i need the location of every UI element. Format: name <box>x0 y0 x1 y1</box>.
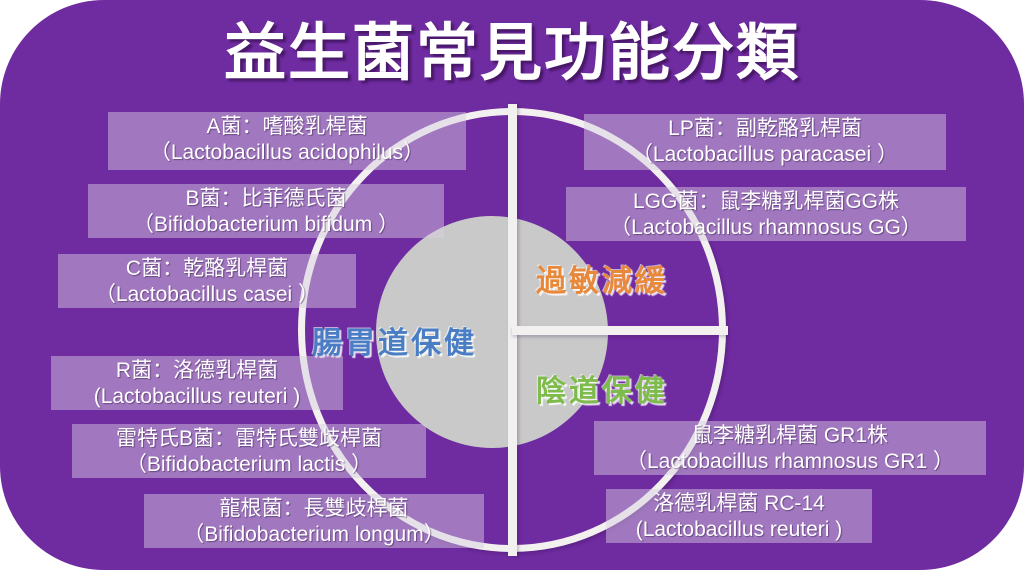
strain-box-paracasei: LP菌：副乾酪乳桿菌 （Lactobacillus paracasei ） <box>584 114 946 170</box>
strain-name-sci: (Lactobacillus reuteri ) <box>635 518 843 541</box>
strain-name-sci: （Bifidobacterium longum） <box>183 523 445 546</box>
strain-box-rhamnosus-gg: LGG菌：鼠李糖乳桿菌GG株 （Lactobacillus rhamnosus … <box>566 187 966 241</box>
strain-name-sci: （Lactobacillus paracasei ） <box>631 143 899 166</box>
sector-label-allergy: 過敏減緩 <box>536 265 668 298</box>
strain-name-sci: （Lactobacillus acidophilus） <box>149 141 425 164</box>
sector-label-gi: 腸胃道保健 <box>312 327 477 360</box>
strain-name-sci: （Bifidobacterium lactis ） <box>125 453 373 476</box>
strain-name-zh: LGG菌：鼠李糖乳桿菌GG株 <box>632 190 900 213</box>
strain-box-longum: 龍根菌：長雙歧桿菌 （Bifidobacterium longum） <box>144 494 484 548</box>
strain-box-rhamnosus-gr1: 鼠李糖乳桿菌 GR1株 （Lactobacillus rhamnosus GR1… <box>594 421 986 475</box>
page-title: 益生菌常見功能分類 <box>223 19 800 88</box>
strain-name-zh: LP菌：副乾酪乳桿菌 <box>668 117 862 140</box>
strain-name-zh: 洛德乳桿菌 RC-14 <box>653 492 825 515</box>
strain-name-zh: C菌：乾酪乳桿菌 <box>125 257 289 280</box>
strain-name-zh: R菌：洛德乳桿菌 <box>115 359 279 382</box>
strain-name-sci: （Lactobacillus rhamnosus GG） <box>610 216 922 239</box>
function-circle-diagram: 腸胃道保健 過敏減緩 陰道保健 <box>298 104 728 556</box>
horizontal-divider <box>512 326 728 335</box>
strain-name-sci: （Lactobacillus rhamnosus GR1 ） <box>626 450 954 473</box>
strain-box-casei: C菌：乾酪乳桿菌 （Lactobacillus casei ） <box>58 254 356 308</box>
strain-name-zh: B菌：比菲德氏菌 <box>185 187 347 210</box>
strain-name-sci: （Bifidobacterium bifidum ） <box>132 213 400 236</box>
strain-name-sci: （Lactobacillus casei ） <box>94 283 320 306</box>
strain-box-lactis: 雷特氏B菌：雷特氏雙歧桿菌 （Bifidobacterium lactis ） <box>72 424 426 478</box>
strain-name-zh: 龍根菌：長雙歧桿菌 <box>219 497 409 520</box>
sector-label-vaginal: 陰道保健 <box>536 375 668 408</box>
strain-name-sci: (Lactobacillus reuteri ) <box>93 385 301 408</box>
strain-name-zh: A菌：嗜酸乳桿菌 <box>206 115 368 138</box>
strain-box-reuteri: R菌：洛德乳桿菌 (Lactobacillus reuteri ) <box>51 356 343 410</box>
strain-name-zh: 雷特氏B菌：雷特氏雙歧桿菌 <box>115 427 382 450</box>
strain-name-zh: 鼠李糖乳桿菌 GR1株 <box>691 424 888 447</box>
strain-box-acidophilus: A菌：嗜酸乳桿菌 （Lactobacillus acidophilus） <box>108 112 466 170</box>
strain-box-reuteri-rc14: 洛德乳桿菌 RC-14 (Lactobacillus reuteri ) <box>606 489 872 543</box>
strain-box-bifidum: B菌：比菲德氏菌 （Bifidobacterium bifidum ） <box>88 184 444 238</box>
